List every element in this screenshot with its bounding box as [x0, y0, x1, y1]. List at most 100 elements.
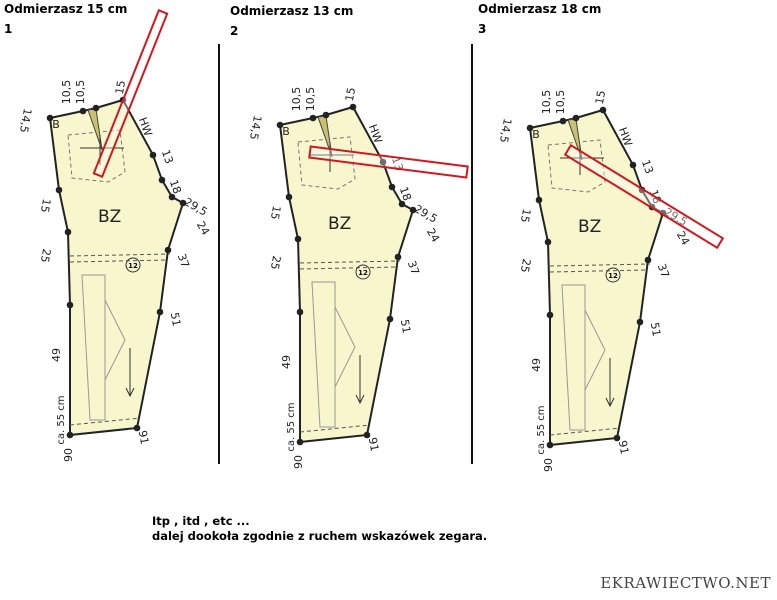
- measure-point: [546, 441, 554, 449]
- pocket-outline: [297, 136, 356, 190]
- measuring-ruler: [308, 145, 469, 179]
- garment-sketch: [561, 284, 606, 431]
- hip-line: [299, 260, 401, 270]
- measure-point: [349, 103, 357, 111]
- measure-label-left-15: 15: [268, 205, 283, 221]
- measure-point: [394, 253, 402, 261]
- measure-point: [363, 431, 371, 439]
- measure-label-right-37: 37: [175, 252, 192, 270]
- measure-point: [156, 308, 164, 316]
- hip-line: [549, 263, 651, 273]
- pattern-piece-3: 12BZ10,510,51514,5BHW131829,524152537514…: [497, 89, 725, 472]
- measure-label-side-13: 13: [159, 148, 176, 166]
- grain-arrow-icon: [605, 358, 615, 408]
- measure-label-left-25: 25: [518, 258, 533, 274]
- measure-label-right-51: 51: [648, 321, 663, 337]
- measure-point: [46, 114, 54, 122]
- measure-point: [544, 238, 552, 246]
- circle-marker: [605, 267, 621, 283]
- measure-point: [296, 308, 304, 316]
- measure-point: [294, 235, 302, 243]
- measure-label-left-49: 49: [50, 348, 63, 362]
- measure-label-waist-a: 10,5: [290, 87, 303, 112]
- garment-sketch: [81, 274, 126, 421]
- measure-label-length: ca. 55 cm: [286, 402, 297, 451]
- measure-label-hw: HW: [136, 116, 155, 139]
- measure-point: [546, 311, 554, 319]
- watermark: EKRAWIECTWO.NET: [600, 574, 771, 592]
- measuring-ruler: [563, 143, 725, 250]
- measure-label-side-18: 18: [167, 178, 184, 196]
- measure-label-right-37: 37: [655, 262, 672, 280]
- measure-point: [388, 183, 396, 191]
- measure-label-right-37: 37: [405, 259, 422, 277]
- divider-2: [471, 44, 473, 464]
- measure-point: [526, 124, 534, 132]
- measure-label-corner: B: [52, 118, 60, 131]
- measure-label-right-51: 51: [168, 311, 183, 327]
- measure-label-top-right: 15: [113, 79, 128, 95]
- measure-label-left-49: 49: [280, 355, 293, 369]
- note-line-2: dalej dookoła zgodnie z ruchem wskazówek…: [152, 529, 488, 543]
- measure-label-top-left: 14,5: [497, 117, 514, 143]
- step-3-title: Odmierzasz 18 cm: [478, 2, 602, 16]
- step-2-number: 2: [230, 24, 239, 38]
- measure-point: [572, 114, 580, 122]
- measure-point: [379, 158, 387, 166]
- measure-point: [66, 431, 74, 439]
- measure-point: [613, 434, 621, 442]
- measure-label-side-24: 24: [674, 229, 692, 248]
- piece-label: BZ: [98, 207, 121, 227]
- measure-point: [599, 106, 607, 114]
- measuring-ruler: [92, 9, 169, 178]
- measure-point: [644, 256, 652, 264]
- piece-label: BZ: [328, 214, 351, 234]
- measure-label-top-left: 14,5: [17, 107, 34, 133]
- pocket-outline: [547, 139, 606, 193]
- hem-line: [299, 424, 371, 433]
- measure-point: [164, 246, 172, 254]
- measure-label-top-right: 15: [593, 89, 608, 105]
- measure-label-right-51: 51: [398, 318, 413, 334]
- measure-label-waist-a: 10,5: [60, 80, 73, 105]
- measure-label-waist-a: 10,5: [540, 90, 553, 115]
- measure-label-left-25: 25: [38, 248, 53, 264]
- measure-label-hem-right: 91: [366, 436, 381, 452]
- divider-1: [218, 44, 220, 464]
- hip-line: [69, 253, 171, 263]
- circle-label: 12: [128, 262, 138, 270]
- measure-point: [149, 151, 157, 159]
- measure-label-side-24: 24: [194, 219, 212, 238]
- measure-point: [309, 114, 317, 122]
- measure-label-side-295: 29,5: [182, 195, 210, 219]
- pattern-outline: [48, 98, 185, 437]
- piece-label: BZ: [578, 217, 601, 237]
- measure-label-length: ca. 55 cm: [536, 405, 547, 454]
- measure-label-hem-right: 91: [136, 429, 151, 445]
- measure-point: [629, 161, 637, 169]
- measure-label-hem-right: 91: [616, 439, 631, 455]
- step-2-title: Odmierzasz 13 cm: [230, 4, 354, 18]
- measure-label-corner: B: [282, 125, 290, 138]
- measure-point: [179, 199, 187, 207]
- measure-label-top-left: 14,5: [247, 114, 264, 140]
- circle-marker: [355, 264, 371, 280]
- measure-point: [535, 196, 543, 204]
- measure-point: [276, 121, 284, 129]
- circle-marker: [125, 257, 141, 273]
- measure-point: [386, 315, 394, 323]
- measure-point: [158, 176, 166, 184]
- grain-arrow-icon: [355, 355, 365, 405]
- measure-label-side-295: 29,5: [412, 202, 440, 226]
- step-1-number: 1: [4, 22, 13, 36]
- measure-label-waist-b: 10,5: [554, 90, 567, 115]
- pattern-piece-2: 12BZ10,510,51514,5BHW131829,524152537514…: [247, 86, 469, 469]
- hem-line: [69, 417, 141, 426]
- measure-point: [398, 200, 406, 208]
- measure-label-top-right: 15: [343, 86, 358, 102]
- measure-label-side-13: 13: [639, 158, 656, 176]
- cross-mark: [310, 142, 354, 172]
- measure-label-waist-b: 10,5: [74, 80, 87, 105]
- measure-label-left-49: 49: [530, 358, 543, 372]
